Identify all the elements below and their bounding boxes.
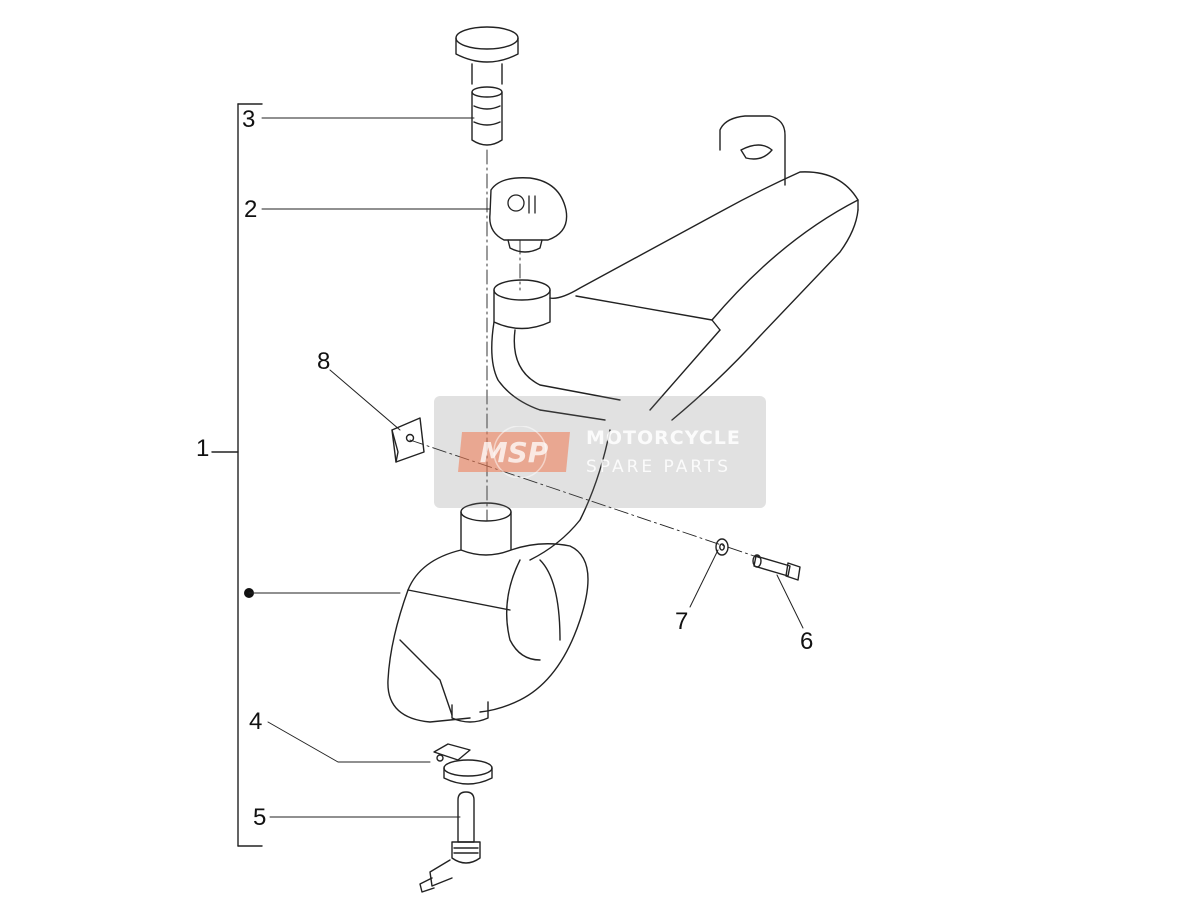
hose-fitting: [419, 791, 481, 893]
watermark-line2: SPARE PARTS: [586, 457, 732, 477]
watermark-logo: MSP: [458, 426, 570, 478]
oil-cap: [489, 177, 568, 253]
filler-cap-knob: [455, 26, 519, 146]
callout-3: 3: [242, 106, 256, 133]
washer: [715, 538, 729, 556]
callout-7: 7: [675, 608, 689, 635]
hose-clamp: [433, 743, 493, 785]
callout-2: 2: [244, 196, 258, 223]
clip-nut: [391, 417, 425, 463]
callout-6: 6: [800, 628, 814, 655]
assembly-bracket: [211, 103, 263, 847]
oil-tank: [387, 115, 859, 723]
callout-4: 4: [249, 708, 263, 735]
callout-5: 5: [253, 804, 267, 831]
watermark-line1: MOTORCYCLE: [586, 427, 741, 449]
callout-1: 1: [196, 435, 210, 462]
leader-lines: [248, 117, 804, 818]
callout-8: 8: [317, 348, 331, 375]
watermark-logo-text: MSP: [480, 436, 549, 469]
bolt: [752, 554, 801, 581]
oil-symbol-icon: [507, 194, 536, 214]
